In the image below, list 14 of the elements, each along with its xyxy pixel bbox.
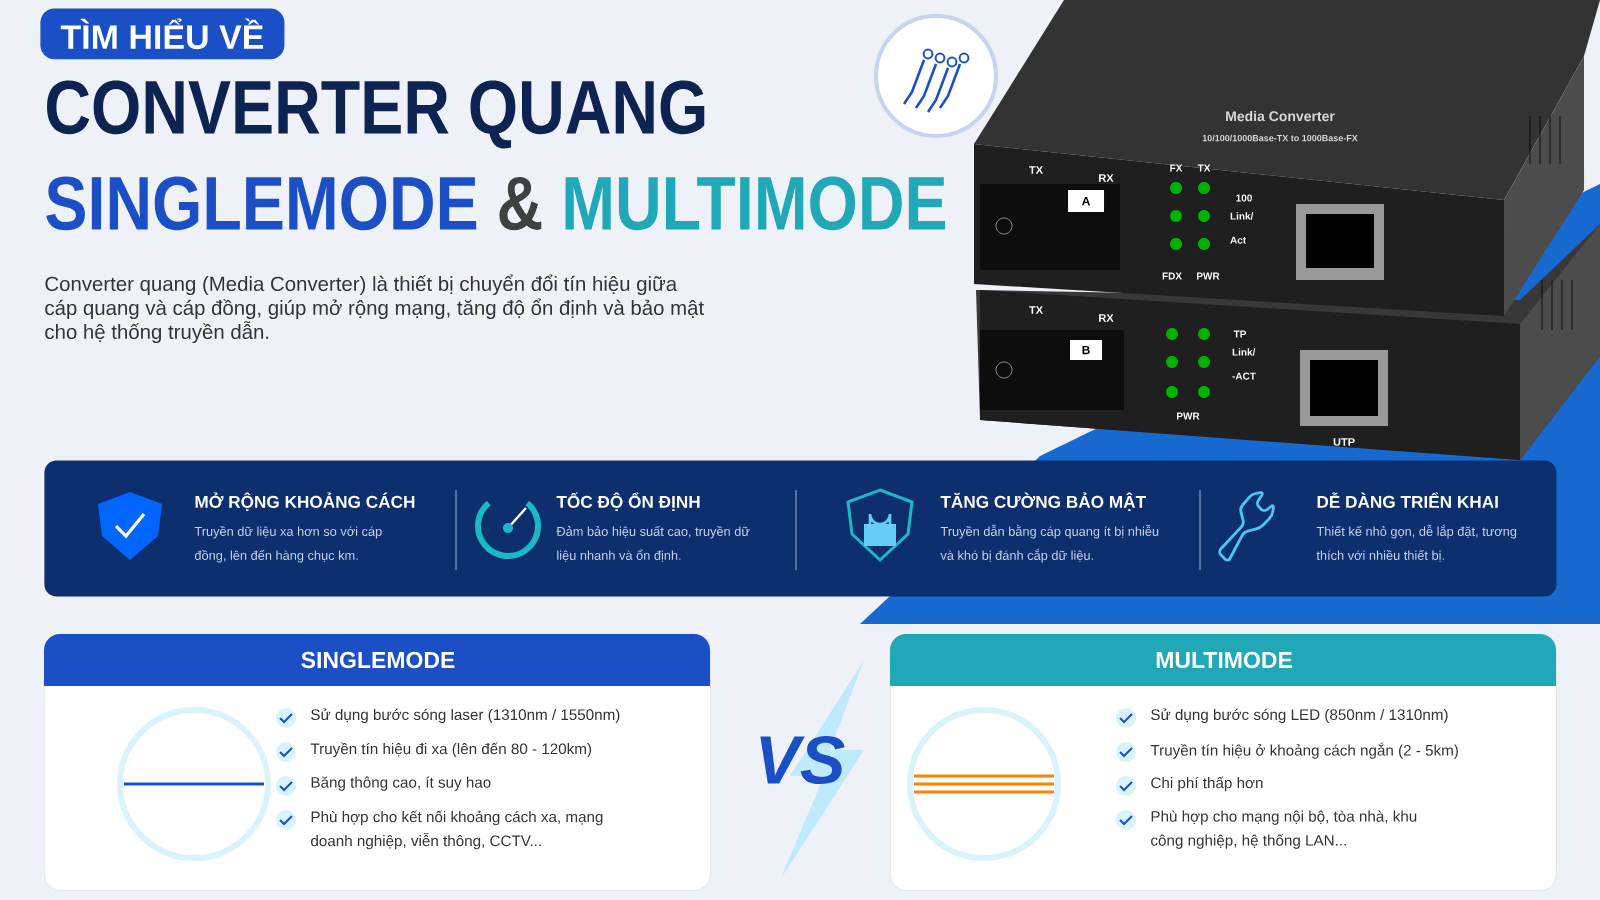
heading: & [499, 176, 542, 231]
feature-heading: TỐC ĐỘ ỔN ĐỊNH [556, 492, 700, 511]
title-badge: TÌM HIỂU VỀ [40, 8, 285, 60]
feature-heading: MỞ RỘNG KHOẢNG CÁCH [195, 492, 415, 511]
card-header: SINGLEMODE [44, 634, 710, 686]
feature-heading: TĂNG CƯỜNG BẢO MẬT [940, 492, 1146, 511]
feature-band [44, 460, 1557, 597]
card-header: MULTIMODE [890, 634, 1556, 686]
vs-label: VS [760, 735, 845, 785]
intro-paragraph: Converter quang (Media Converter) là thiết bị chuyển đổi tín hiệu giữa cáp quang và cáp đồng, giúp mở rộng mạng, tăng độ ổn định và bảo mật cho hệ thống truyền dẫn. [45, 274, 704, 344]
heading: SINGLEMODE [46, 176, 477, 231]
heading: CONVERTER QUANG [47, 80, 705, 149]
feature-heading: DỄ DÀNG TRIỂN KHAI [1317, 492, 1498, 508]
heading: MULTIMODE [565, 176, 946, 231]
